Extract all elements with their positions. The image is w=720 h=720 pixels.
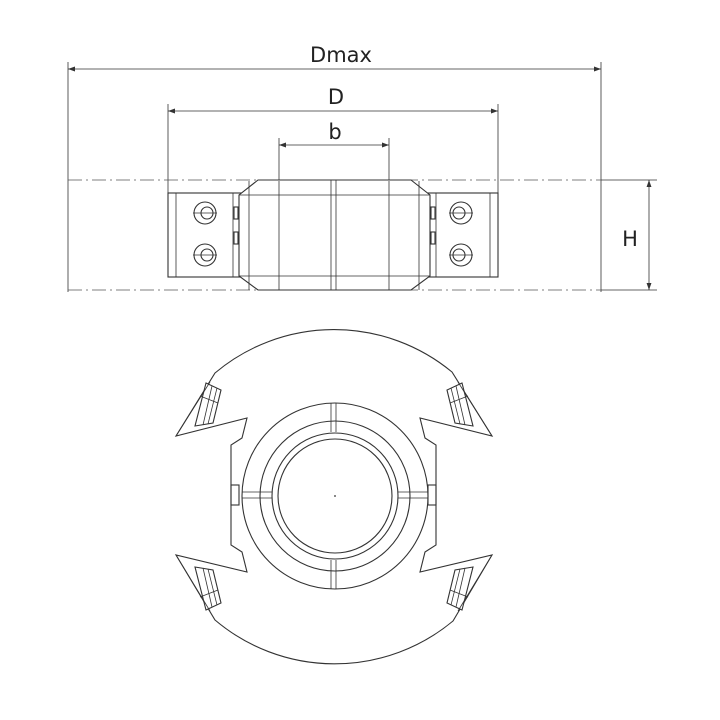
- top-view: [174, 329, 494, 665]
- knife-insert: [446, 381, 493, 437]
- d-label: D: [328, 85, 344, 109]
- key-slot: [427, 484, 437, 506]
- hub-flange-circle: [259, 420, 411, 572]
- key-slot: [430, 206, 436, 220]
- key-slot: [233, 206, 239, 220]
- screw-icon: [449, 243, 473, 267]
- bore-circle: [277, 438, 393, 554]
- key-slot: [430, 231, 436, 245]
- bore-outer-circle: [271, 432, 399, 560]
- side-view: [68, 179, 601, 291]
- side-hub: [238, 179, 431, 291]
- knife-insert: [175, 554, 222, 612]
- dimension-d: D: [167, 85, 499, 194]
- center-point: [334, 495, 336, 497]
- dmax-label: Dmax: [310, 43, 372, 67]
- screw-icon: [193, 243, 217, 267]
- dimension-dmax: Dmax: [67, 43, 602, 292]
- b-label: b: [328, 120, 341, 144]
- cutter-body: [174, 329, 494, 665]
- screw-icon: [449, 201, 473, 225]
- key-slot: [230, 484, 240, 506]
- key-slot: [233, 231, 239, 245]
- dimension-h: H: [601, 179, 657, 291]
- knife-insert: [446, 554, 493, 612]
- h-label: H: [622, 227, 638, 251]
- screw-icon: [193, 201, 217, 225]
- knife-insert: [175, 381, 222, 437]
